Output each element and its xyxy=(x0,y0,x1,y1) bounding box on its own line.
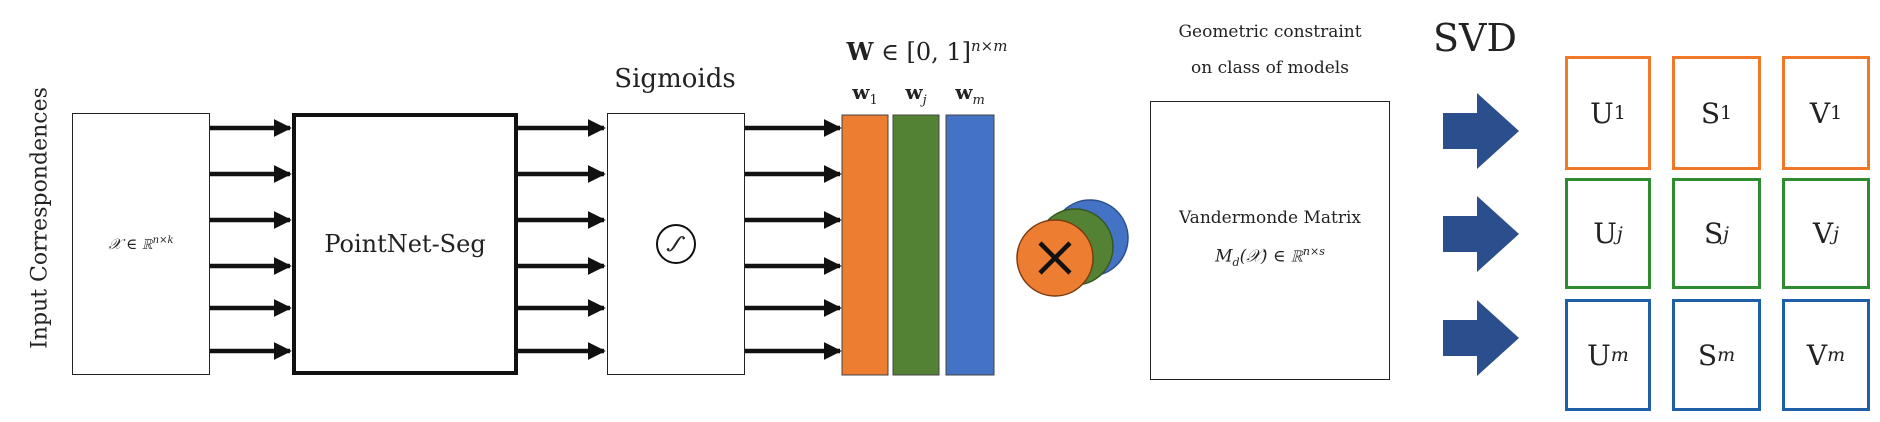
weight-column-j xyxy=(892,114,940,376)
weight-label-1: w1 xyxy=(852,80,878,108)
sigmoid-box: ∫ xyxy=(607,113,745,375)
arrows-pointnet-to-sigmoids xyxy=(518,119,606,360)
sigmoid-icon: ∫ xyxy=(656,224,696,264)
pointnet-box: PointNet-Seg xyxy=(292,113,518,375)
vandermonde-box: Vandermonde Matrix Md(𝒳) ∈ ℝn×s xyxy=(1150,101,1390,380)
arrows-sigmoids-to-weights xyxy=(745,119,842,360)
svd-arrow-1 xyxy=(1443,93,1519,169)
vandermonde-formula: Md(𝒳) ∈ ℝn×s xyxy=(1215,244,1325,270)
sigmoids-title: Sigmoids xyxy=(614,64,736,94)
weight-label-j: wj xyxy=(905,80,927,108)
constraint-title-line-2: on class of models xyxy=(1191,58,1349,78)
weight-column-m xyxy=(945,114,995,376)
svd-label: SVD xyxy=(1433,16,1517,60)
multiply-icon xyxy=(1016,199,1129,297)
weights-title: W ∈ [0, 1]n×m xyxy=(846,37,1008,66)
weight-column-1 xyxy=(841,114,889,376)
vandermonde-label: Vandermonde Matrix xyxy=(1178,207,1362,228)
weight-label-m: wm xyxy=(955,80,985,108)
input-box: 𝒳 ∈ ℝn×k xyxy=(72,113,210,375)
pointnet-label: PointNet-Seg xyxy=(324,230,486,258)
constraint-title-line-1: Geometric constraint xyxy=(1178,22,1362,42)
multiply-x-stroke xyxy=(1038,241,1072,275)
constraint-title: Geometric constraint on class of models xyxy=(1150,14,1390,86)
svd-arrow-j xyxy=(1443,196,1519,272)
svd-arrow-m xyxy=(1443,300,1519,376)
arrows-input-to-pointnet xyxy=(210,119,292,360)
svd-arrows xyxy=(1443,93,1519,376)
input-formula: 𝒳 ∈ ℝn×k xyxy=(108,235,174,253)
